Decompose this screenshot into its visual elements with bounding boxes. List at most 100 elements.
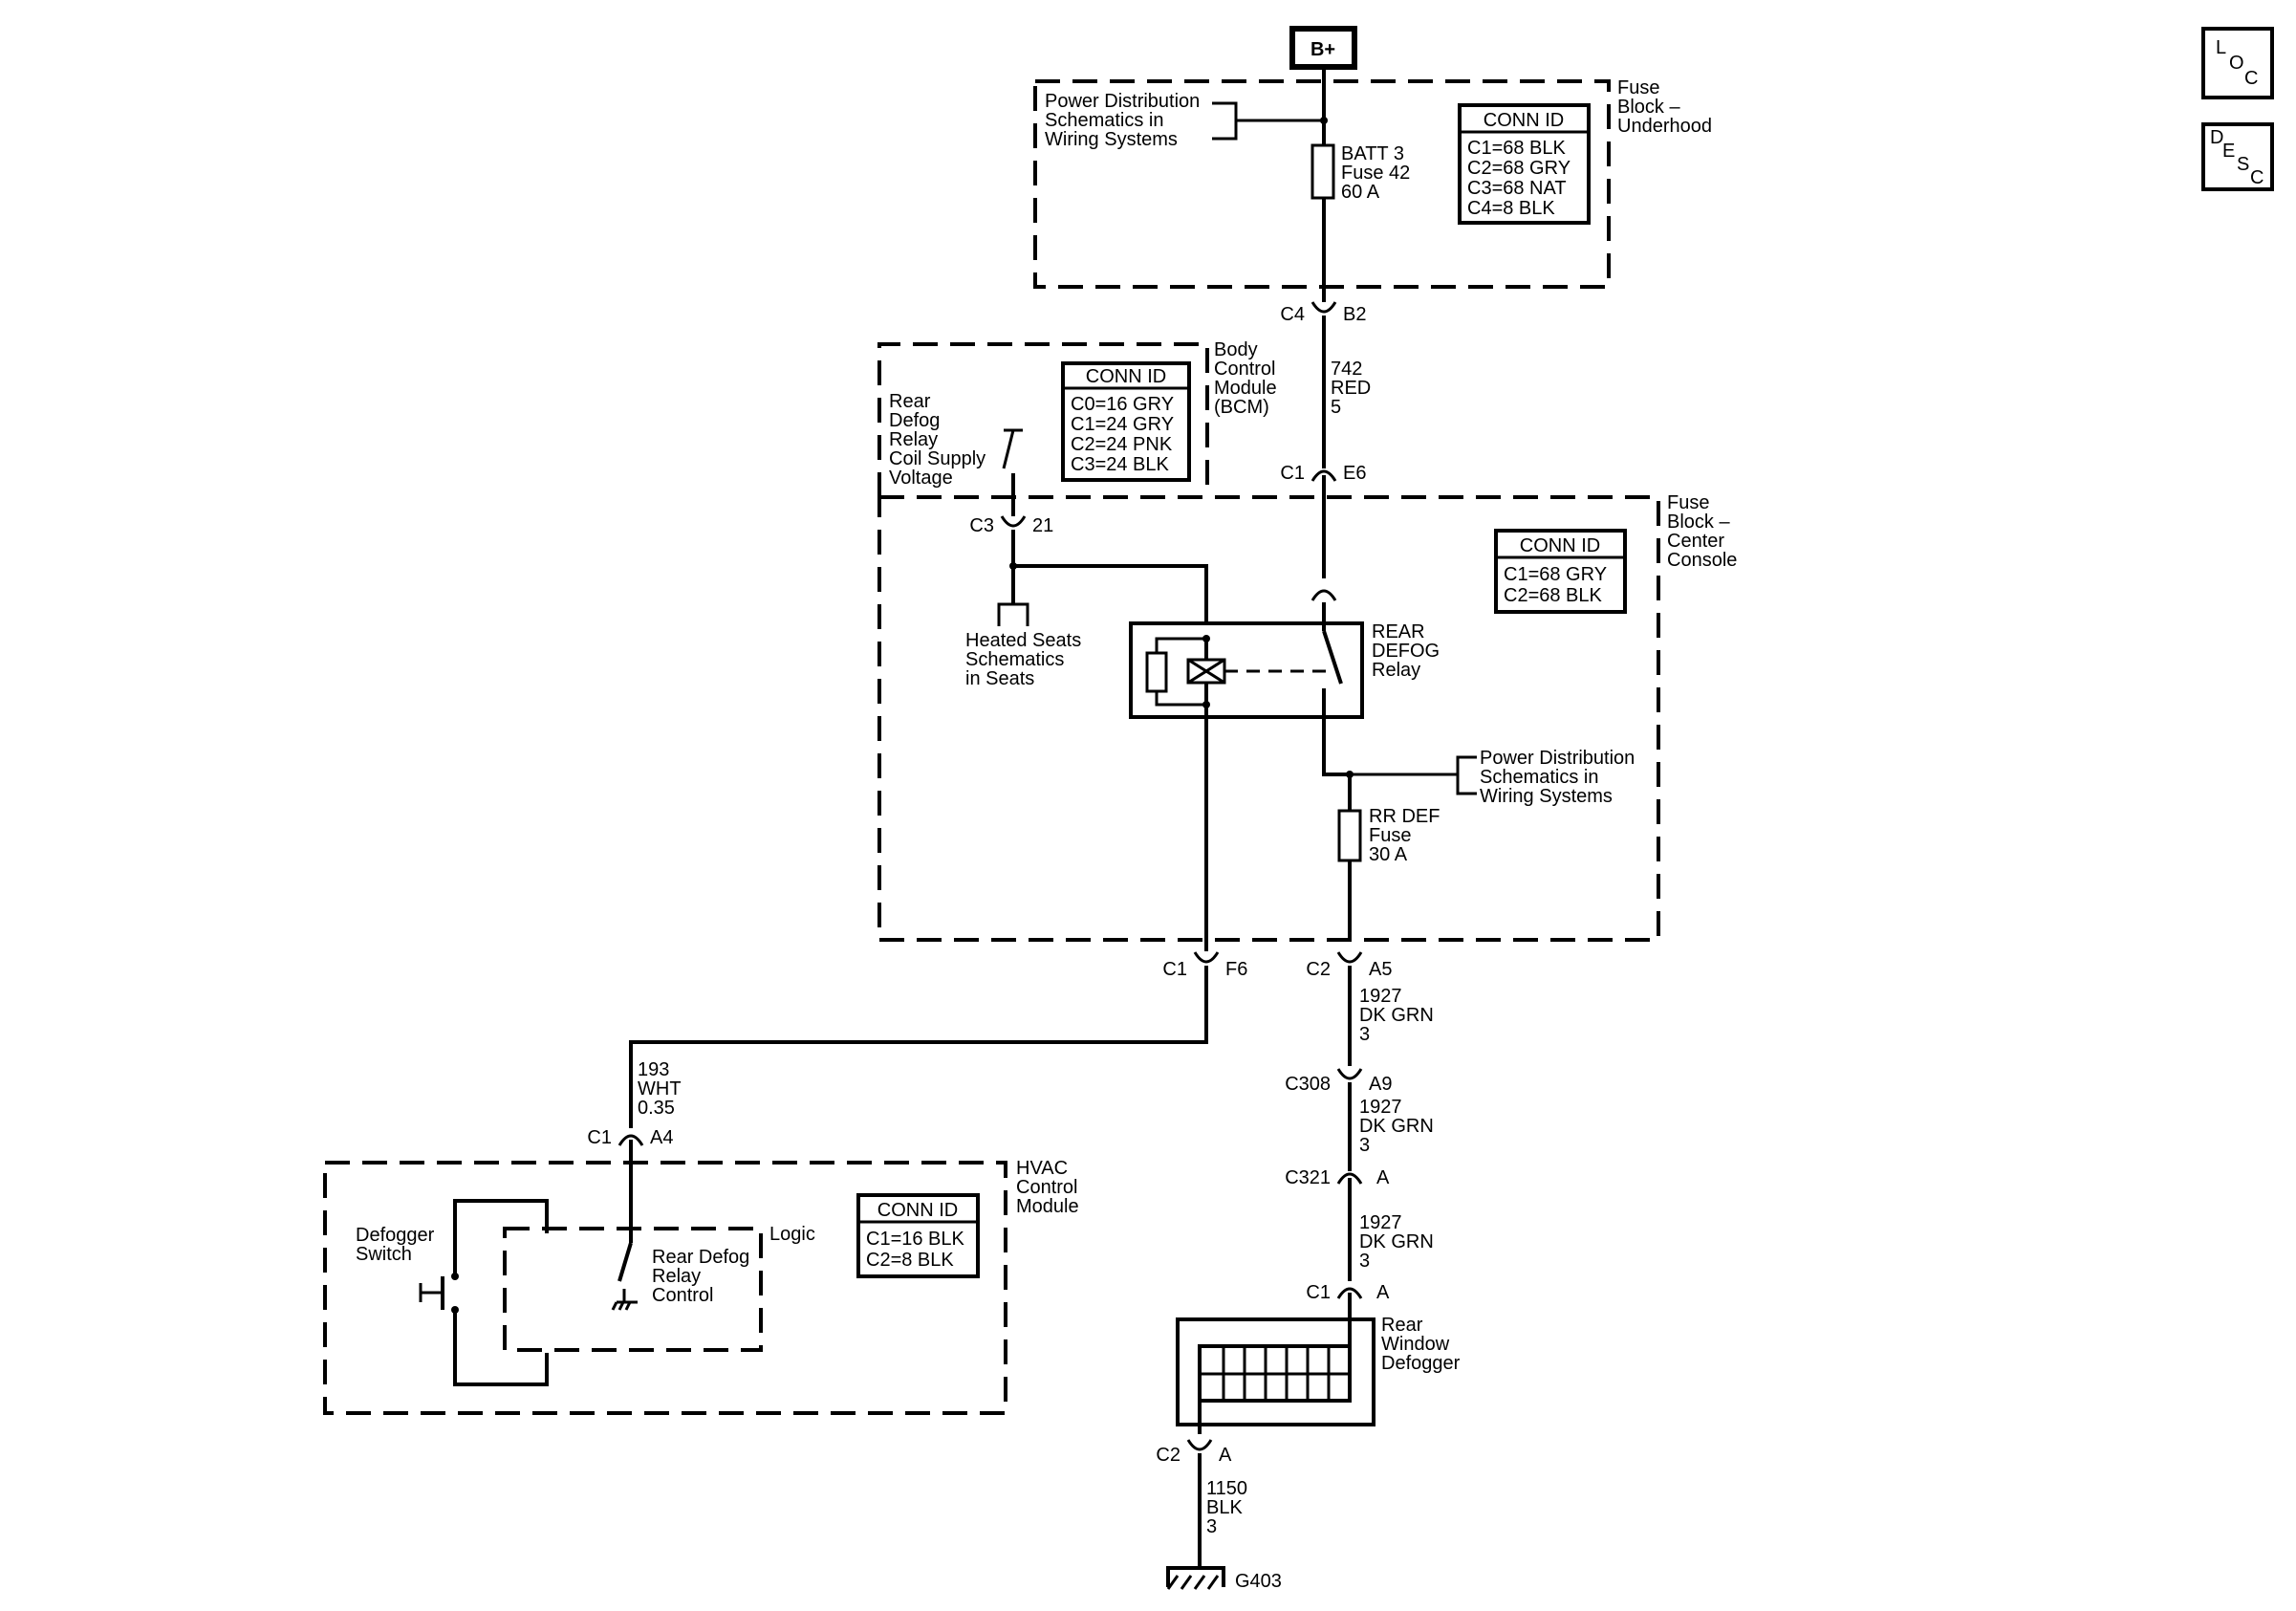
power-distribution-ref-top: Power Distribution Schematics in Wiring … <box>1045 91 1205 150</box>
coil-supply-label: Rear Defog Relay Coil Supply Voltage <box>889 391 991 489</box>
connector-c2-a5: C2 A5 <box>1306 951 1392 1066</box>
power-distribution-ref-center: Power Distribution Schematics in Wiring … <box>1480 748 1640 807</box>
svg-text:C1: C1 <box>1280 463 1305 484</box>
connector-c1-e6: C1 E6 <box>1280 463 1366 578</box>
desc-button[interactable]: D E S C <box>2201 122 2274 191</box>
conn-id-table-bcm: CONN ID C0=16 GRY C1=24 GRY C2=24 PNK C3… <box>1061 361 1191 482</box>
heated-seats-bracket <box>997 602 1029 626</box>
rear-window-defogger-label: Rear Window Defogger <box>1381 1315 1461 1374</box>
svg-text:B2: B2 <box>1343 304 1366 325</box>
loc-button[interactable]: L O C <box>2201 27 2274 99</box>
svg-text:C2=8 BLK: C2=8 BLK <box>866 1250 954 1271</box>
svg-text:C4: C4 <box>1280 304 1305 325</box>
switch-wire-bottom <box>453 1310 549 1386</box>
logic-label: Logic <box>769 1224 815 1245</box>
logic-block-outline <box>503 1227 763 1352</box>
wire-1150-label: 1150 BLK 3 <box>1206 1478 1253 1537</box>
svg-text:C2: C2 <box>1156 1445 1180 1466</box>
svg-text:C3=24 BLK: C3=24 BLK <box>1071 454 1170 475</box>
conn-id-table-hvac: CONN ID C1=16 BLK C2=8 BLK <box>856 1193 980 1278</box>
wire-1927-label-3: 1927 DK GRN 3 <box>1359 1212 1439 1272</box>
svg-text:CONN ID: CONN ID <box>1086 366 1166 387</box>
svg-text:C2: C2 <box>1306 959 1331 980</box>
relay-terminal <box>1310 589 1337 601</box>
connector-c4-b2: C4 B2 <box>1280 301 1366 468</box>
connector-c1-a4: C1 A4 <box>587 1127 673 1233</box>
switch-contact <box>451 1273 459 1280</box>
ref-bracket <box>1212 101 1238 141</box>
defogger-switch-icon <box>419 1276 444 1310</box>
fuse-batt3 <box>1310 143 1335 200</box>
fuse-rr-def <box>1337 809 1362 862</box>
conn-id-table-center: CONN ID C1=68 GRY C2=68 BLK <box>1494 529 1627 614</box>
svg-text:C1=68 BLK: C1=68 BLK <box>1467 138 1567 159</box>
svg-text:A: A <box>1376 1282 1390 1303</box>
rear-defog-relay-label: REAR DEFOG Relay <box>1372 621 1445 681</box>
svg-text:E6: E6 <box>1343 463 1366 484</box>
svg-text:C4=8 BLK: C4=8 BLK <box>1467 198 1555 219</box>
svg-text:C2=68 BLK: C2=68 BLK <box>1504 585 1603 606</box>
svg-text:C1: C1 <box>1306 1282 1331 1303</box>
svg-text:CONN ID: CONN ID <box>1484 110 1564 131</box>
loc-letter: L <box>2216 37 2226 58</box>
fuse-block-center-title: Fuse Block – Center Console <box>1667 492 1737 571</box>
svg-text:C2=24 PNK: C2=24 PNK <box>1071 434 1173 455</box>
connector-c321-a: C321 A <box>1285 1167 1390 1281</box>
hvac-module-outline <box>323 1161 1007 1415</box>
defogger-switch-label: Defogger Switch <box>356 1225 440 1265</box>
fuse-batt3-label: BATT 3 Fuse 42 60 A <box>1341 143 1416 203</box>
svg-text:21: 21 <box>1032 515 1053 536</box>
battery-positive-source: B+ <box>1289 26 1357 70</box>
svg-text:A: A <box>1219 1445 1232 1466</box>
svg-text:C1: C1 <box>1162 959 1187 980</box>
svg-text:A5: A5 <box>1369 959 1392 980</box>
svg-text:C3=68 NAT: C3=68 NAT <box>1467 178 1567 199</box>
ground-icon <box>1166 1566 1225 1590</box>
svg-text:C1=24 GRY: C1=24 GRY <box>1071 414 1174 435</box>
svg-text:A9: A9 <box>1369 1074 1392 1095</box>
svg-text:C0=16 GRY: C0=16 GRY <box>1071 394 1174 415</box>
connector-c1-a-defogger: C1 A <box>1306 1282 1390 1319</box>
svg-text:C3: C3 <box>969 515 994 536</box>
desc-letter: S <box>2237 154 2249 175</box>
wire-742-label: 742 RED 5 <box>1331 359 1376 418</box>
svg-text:C2=68 GRY: C2=68 GRY <box>1467 158 1570 179</box>
bcm-title: Body Control Module (BCM) <box>1214 339 1282 418</box>
conn-id-table-underhood: CONN ID C1=68 BLK C2=68 GRY C3=68 NAT C4… <box>1458 103 1591 225</box>
loc-letter: O <box>2229 53 2244 74</box>
b-plus-label: B+ <box>1310 39 1335 60</box>
svg-text:A: A <box>1376 1167 1390 1188</box>
connector-c3-21: C3 21 <box>969 515 1053 604</box>
desc-letter: E <box>2222 141 2235 162</box>
switch-wire-top <box>453 1199 549 1276</box>
relay-control-label: Rear Defog Relay Control <box>652 1247 755 1306</box>
wire-1927-label-1: 1927 DK GRN 3 <box>1359 986 1439 1045</box>
svg-text:A4: A4 <box>650 1127 673 1148</box>
connector-c1-f6: C1 F6 <box>629 951 1247 1128</box>
bcm-output-switch <box>1002 428 1023 516</box>
relay-control-switch <box>611 1233 638 1311</box>
connector-c308-a9: C308 A9 <box>1285 1068 1392 1171</box>
splice-dot <box>1346 771 1354 778</box>
heated-seats-ref: Heated Seats Schematics in Seats <box>965 630 1087 689</box>
svg-text:F6: F6 <box>1225 959 1247 980</box>
svg-text:C321: C321 <box>1285 1167 1331 1188</box>
hvac-module-title: HVAC Control Module <box>1016 1158 1083 1217</box>
wire-193-label: 193 WHT 0.35 <box>638 1059 686 1119</box>
svg-text:C1=16 BLK: C1=16 BLK <box>866 1229 965 1250</box>
rear-defog-relay <box>1129 621 1364 719</box>
fuse-rr-def-label: RR DEF Fuse 30 A <box>1369 806 1445 865</box>
wire-coil-supply <box>1013 564 1208 641</box>
svg-text:CONN ID: CONN ID <box>877 1200 958 1221</box>
svg-text:C1=68 GRY: C1=68 GRY <box>1504 564 1607 585</box>
svg-text:C308: C308 <box>1285 1074 1331 1095</box>
ground-label: G403 <box>1235 1571 1282 1592</box>
fuse-block-underhood-title: Fuse Block – Underhood <box>1617 77 1712 137</box>
ref-bracket <box>1456 755 1477 795</box>
bcm-outline <box>877 342 1209 497</box>
svg-text:CONN ID: CONN ID <box>1520 535 1600 556</box>
connector-c2-a-defogger: C2 A <box>1156 1439 1232 1568</box>
rear-window-defogger-icon <box>1176 1317 1375 1434</box>
svg-text:C1: C1 <box>587 1127 612 1148</box>
